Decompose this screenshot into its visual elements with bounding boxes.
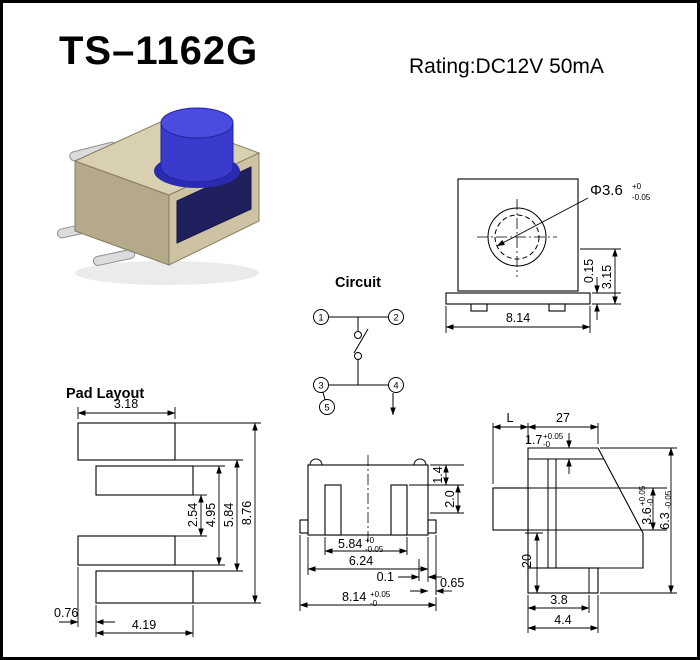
- dim-pin-span: 5.84: [338, 537, 362, 551]
- dim-pad-width-bottom: 4.19: [132, 618, 156, 632]
- product-photo: [57, 107, 261, 285]
- terminal-1: 1: [318, 313, 323, 324]
- dim-pin-depth: 2.0: [443, 490, 457, 507]
- dim-total-width: 8.14: [342, 590, 366, 604]
- dim-span-total: 8.76: [240, 501, 254, 525]
- dim-cover-thickness: 1.7: [525, 433, 542, 447]
- bottom-view-dimensions: 1.4 2.0 5.84 +0 -0.05 6.24 0.1 0.65: [299, 464, 464, 611]
- dim-button-diameter-tol-dn: -0.05: [632, 193, 651, 202]
- circuit-diagram: Circuit 1 2 3 4 5: [313, 275, 404, 416]
- dim-top-width: 27: [556, 411, 570, 425]
- circuit-wires: [322, 316, 396, 416]
- svg-text:-0.05: -0.05: [664, 490, 673, 509]
- photo-button: [154, 107, 240, 188]
- circuit-title: Circuit: [335, 275, 381, 291]
- front-view-outline: [445, 178, 591, 312]
- terminal-3: 3: [318, 381, 323, 392]
- dim-button-diameter-tol-up: +0: [632, 182, 642, 191]
- terminal-2: 2: [393, 313, 398, 324]
- side-view-outline: [492, 447, 644, 594]
- dim-foot-height: 20: [520, 554, 534, 568]
- front-view-drawing: Φ3.6 +0 -0.05 0.15 3.15 8.14: [445, 178, 651, 333]
- svg-text:3.6: 3.6: [640, 507, 654, 524]
- dim-body-height: 6.3 -0.05: [658, 490, 673, 529]
- terminal-5: 5: [324, 403, 329, 414]
- dim-row-gap: 2.54: [186, 503, 200, 527]
- front-view-dimensions: Φ3.6 +0 -0.05 0.15 3.15 8.14: [445, 182, 651, 333]
- rating-text: Rating:DC12V 50mA: [409, 55, 604, 78]
- dim-cover-tol-up: +0.05: [543, 432, 564, 441]
- dim-stem-length: L: [507, 411, 514, 425]
- dim-cover-tol-dn: -0: [543, 440, 551, 449]
- bottom-view-outline: [299, 455, 437, 543]
- dim-stem-diameter: 3.6 +0.05 -0: [638, 485, 655, 524]
- dim-span-inner: 4.95: [204, 503, 218, 527]
- dim-button-diameter: Φ3.6: [590, 182, 623, 199]
- svg-text:6.3: 6.3: [658, 512, 672, 529]
- pad-layout-title: Pad Layout: [66, 386, 144, 402]
- part-number-title: TS–1162G: [59, 29, 259, 73]
- dim-span-mid: 5.84: [222, 503, 236, 527]
- terminal-4: 4: [393, 381, 398, 392]
- dim-total-width-tol-dn: -0: [370, 599, 378, 608]
- bottom-view-drawing: 1.4 2.0 5.84 +0 -0.05 6.24 0.1 0.65: [299, 455, 464, 611]
- svg-text:-0: -0: [646, 498, 655, 506]
- dim-tab-width: 0.65: [440, 576, 464, 590]
- dim-pin-span-tol-up: +0: [365, 536, 375, 545]
- pad-layout-dimensions: 3.18 2.54 4.95 5.84 8.76 0.76 4.1: [54, 397, 261, 637]
- dim-pad-width-top: 3.18: [114, 397, 138, 411]
- dim-body-width: 6.24: [349, 554, 373, 568]
- side-view-dimensions: L 27 1.7 +0.05 -0 3.6 +0.05 -0 6.3 -0.05: [492, 411, 677, 633]
- dim-base-width: 8.14: [506, 311, 530, 325]
- dim-offset: 0.76: [54, 606, 78, 620]
- dim-cover-height: 1.4: [431, 466, 445, 483]
- dim-depth-inner: 3.8: [550, 593, 567, 607]
- pad-layout-drawing: Pad Layout 3.18 2.54 4.95 5.84: [54, 386, 261, 637]
- dim-pin-span-tol-dn: -0.05: [365, 545, 384, 554]
- dim-total-width-tol-up: +0.05: [370, 590, 391, 599]
- pad-rects: [77, 422, 194, 604]
- photo-shadow: [75, 261, 259, 285]
- dim-plate-thickness: 0.15: [582, 259, 596, 283]
- dim-tab-gap: 0.1: [377, 570, 394, 584]
- side-view-drawing: L 27 1.7 +0.05 -0 3.6 +0.05 -0 6.3 -0.05: [492, 411, 677, 633]
- dim-depth-total: 4.4: [554, 613, 571, 627]
- circuit-terminals: 1 2 3 4 5: [313, 309, 404, 415]
- dim-body-height: 3.15: [600, 265, 614, 289]
- svg-text:+0.05: +0.05: [638, 485, 647, 506]
